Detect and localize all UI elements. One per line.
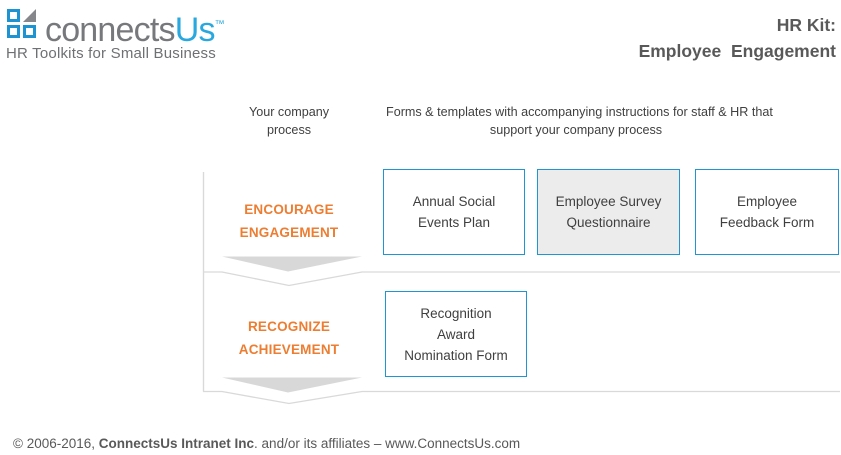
connectsus-logo[interactable]: connectsUs™ HR Toolkits for Small Busine… [0,0,240,70]
process-label-line1: RECOGNIZE [247,319,331,334]
doc-box-line2: Feedback Form [719,215,815,230]
row1-down-arrow-icon [222,256,362,272]
process-label-line2: ENGAGEMENT [239,224,339,240]
doc-box-recognition-award-nomination-form[interactable]: Recognition Award Nomination Form [385,291,527,377]
logo-tagline: HR Toolkits for Small Business [6,45,216,62]
doc-box-line2: Questionnaire [566,215,651,230]
row2-chevron-divider [203,390,840,405]
logo-square-icon [7,25,20,38]
doc-box-line3: Nomination Form [404,347,508,363]
wordmark-connects: connects [45,11,175,49]
column-header-forms: Forms & templates with accompanying inst… [386,104,773,139]
footer-company-name: ConnectsUs Intranet Inc [98,436,255,451]
page-title-line2: Employee Engagement [638,41,836,61]
process-label-line2: ACHIEVEMENT [238,341,340,357]
logo-square-icon [23,25,36,38]
process-label-line1: ENCOURAGE [244,202,334,217]
process-label-encourage-engagement: ENCOURAGE ENGAGEMENT [209,199,369,244]
doc-box-line1: Annual Social [412,194,496,209]
connectsus-logo-icon [7,9,36,38]
footer-copyright: © 2006-2016, ConnectsUs Intranet Inc. an… [13,436,520,451]
doc-box-annual-social-events-plan[interactable]: Annual Social Events Plan [383,169,525,255]
logo-triangle-icon [23,9,36,22]
doc-box-line2: Award [436,326,476,342]
doc-box-line1: Recognition [420,305,492,321]
doc-box-employee-feedback-form[interactable]: Employee Feedback Form [695,169,839,255]
column-header-process-line1: Your company [248,105,330,119]
column-header-process-line2: process [266,122,312,137]
doc-box-line1: Employee Survey [555,194,662,209]
logo-wordmark: connectsUs™ [45,8,225,47]
wordmark-us: Us [174,11,216,49]
process-label-recognize-achievement: RECOGNIZE ACHIEVEMENT [209,316,369,361]
footer-suffix: . and/or its affiliates – www.ConnectsUs… [254,436,521,451]
page-title-line1: HR Kit: [776,15,836,35]
footer-prefix: © 2006-2016, [13,436,99,451]
doc-box-line1: Employee [736,194,798,209]
column-header-process: Your company process [203,104,375,139]
column-header-forms-line1: Forms & templates with accompanying inst… [386,105,773,119]
logo-square-icon [7,9,20,22]
row2-down-arrow-icon [222,377,362,393]
doc-box-employee-survey-questionnaire[interactable]: Employee Survey Questionnaire [537,169,680,255]
trademark-symbol: ™ [214,19,225,30]
doc-box-line2: Events Plan [417,215,491,230]
row1-chevron-divider [203,271,840,287]
column-header-forms-line2: support your company process [489,122,663,137]
page-title: HR Kit: Employee Engagement [639,12,836,64]
